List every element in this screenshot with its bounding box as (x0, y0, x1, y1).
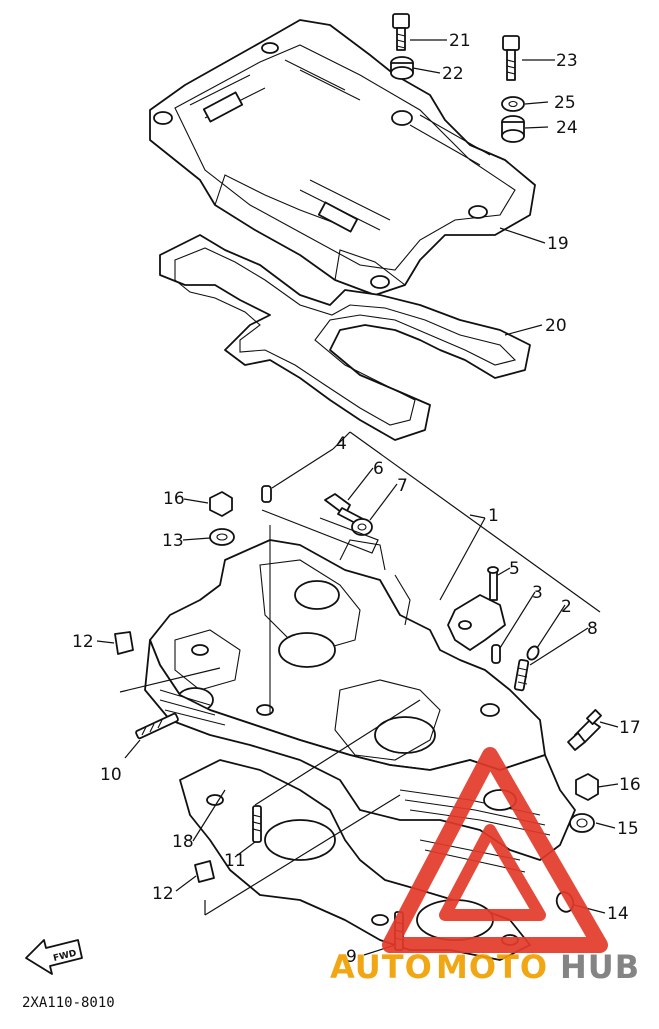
callout-6: 6 (373, 459, 384, 479)
callout-4: 4 (336, 434, 347, 454)
callout-8: 8 (587, 619, 598, 639)
washer-15 (569, 813, 595, 833)
callout-12-lower: 12 (152, 884, 174, 904)
cap-nut-16-lower (575, 773, 599, 801)
spark-plug-17 (567, 709, 602, 751)
callout-22: 22 (442, 64, 464, 84)
cap-nut-16-upper (209, 491, 233, 517)
pin-2 (526, 645, 540, 661)
callout-9: 9 (346, 947, 357, 967)
washer-25 (501, 96, 525, 112)
callout-17: 17 (619, 718, 641, 738)
grommet-22 (390, 56, 414, 80)
watermark-text-auto: AUTO (330, 948, 433, 986)
callout-5: 5 (509, 559, 520, 579)
callout-16-upper: 16 (163, 489, 185, 509)
callout-15: 15 (617, 819, 639, 839)
grommet-24 (501, 115, 525, 143)
callout-11: 11 (224, 851, 246, 871)
front-direction-arrow: FWD (25, 939, 83, 975)
callout-16-lower: 16 (619, 775, 641, 795)
damper-12-upper (114, 631, 134, 655)
callout-12-upper: 12 (72, 632, 94, 652)
callout-7: 7 (397, 476, 408, 496)
callout-14: 14 (607, 904, 629, 924)
watermark-text-hub: HUB (560, 948, 640, 986)
cylinder-head-cover (149, 19, 536, 296)
callout-19: 19 (547, 234, 569, 254)
head-cover-gasket (159, 234, 531, 441)
washer-13 (209, 528, 235, 546)
watermark-triangle-inner (439, 824, 546, 921)
washer-7 (351, 518, 373, 536)
dowel-pin-4 (261, 485, 272, 503)
callout-13: 13 (162, 531, 184, 551)
watermark-triangle-outer (382, 747, 608, 953)
bracket-5 (447, 566, 506, 651)
callout-1: 1 (488, 506, 499, 526)
camshaft-holder-assembly (149, 525, 546, 771)
bolt-21 (392, 13, 410, 51)
callout-25: 25 (554, 93, 576, 113)
callout-24: 24 (556, 118, 578, 138)
callout-23: 23 (556, 51, 578, 71)
callout-3: 3 (532, 583, 543, 603)
callout-21: 21 (449, 31, 471, 51)
bolt-23 (502, 35, 520, 81)
drawing-code: 2XA110-8010 (22, 995, 115, 1011)
callout-2: 2 (561, 597, 572, 617)
callout-10: 10 (100, 765, 122, 785)
callout-18: 18 (172, 832, 194, 852)
stud-10 (135, 712, 179, 740)
dowel-pin-3 (491, 644, 501, 664)
leader-lines (96, 39, 619, 956)
damper-12-lower (194, 860, 215, 883)
watermark-logo: AUTO MOTO HUB (330, 747, 640, 986)
callout-20: 20 (545, 316, 567, 336)
callout-numbers: 21 22 23 25 24 19 20 4 6 7 16 13 12 1 5 … (72, 31, 641, 967)
watermark-text-moto: MOTO (436, 948, 548, 986)
stud-8 (513, 658, 530, 692)
stud-11 (252, 805, 262, 843)
